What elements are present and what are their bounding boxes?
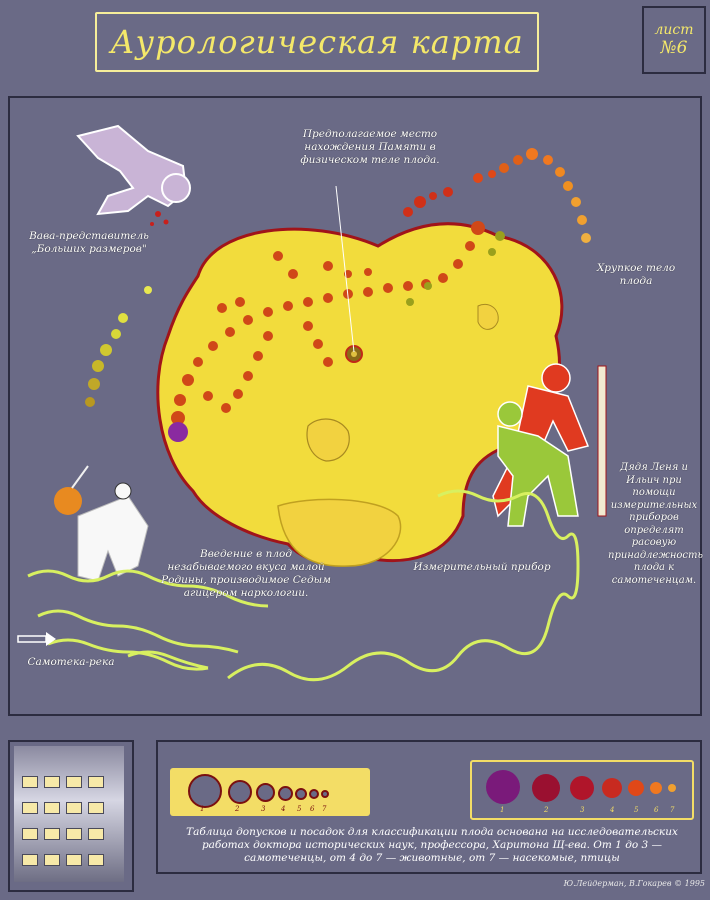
color-dot-3 — [570, 776, 594, 800]
color-number-2: 2 — [544, 806, 549, 814]
size-circle-4 — [278, 786, 293, 801]
legend-caption: Таблица допусков и посадок для классифик… — [186, 826, 678, 864]
color-dot-4 — [602, 778, 622, 798]
color-dot-5 — [628, 780, 644, 796]
size-circle-6 — [309, 789, 319, 799]
color-dot-2 — [532, 774, 560, 802]
label-injection: Введение в плод незабываемого вкуса мало… — [161, 548, 331, 599]
size-number-3: 3 — [261, 805, 266, 813]
color-legend: 1 2 3 4 5 6 7 — [470, 760, 694, 820]
memory-bulb-icon — [168, 422, 188, 442]
yellow-dots-icon — [85, 286, 152, 407]
color-number-6: 6 — [654, 806, 659, 814]
color-number-7: 7 — [670, 806, 675, 814]
legend-frame — [156, 740, 702, 874]
measuring-pole-icon — [597, 365, 607, 517]
color-dot-7 — [668, 784, 676, 792]
pointer-line — [335, 185, 355, 353]
title-box: Аурологическая карта — [95, 12, 539, 72]
credits: Ю.Лейдерман, В.Гокарев © 1995 — [563, 879, 705, 888]
color-number-4: 4 — [610, 806, 615, 814]
sheet-number: №6 — [660, 38, 688, 58]
size-number-5: 5 — [297, 805, 302, 813]
uncles-figure-icon — [492, 363, 590, 527]
label-measuring-device: Измерительный прибор — [413, 561, 551, 573]
fetus-body-icon — [156, 222, 564, 567]
size-number-1: 1 — [200, 805, 205, 813]
size-circle-5 — [295, 788, 307, 800]
label-soul-location: Предполагаемое место нахождения Памяти в… — [300, 128, 440, 166]
size-number-4: 4 — [281, 805, 286, 813]
size-legend: 1 2 3 4 5 6 7 — [170, 768, 370, 816]
vava-figure-icon — [76, 124, 191, 226]
label-vava: Вава-представитель „Больших размеров" — [29, 230, 149, 255]
size-circle-2 — [228, 780, 252, 804]
size-circle-3 — [256, 783, 275, 802]
doctor-figure-icon — [54, 465, 149, 582]
main-frame — [8, 96, 702, 716]
label-river: Самотека-река — [27, 656, 115, 668]
fragile-body-dots-icon — [403, 148, 591, 243]
river-waves — [27, 489, 580, 682]
size-number-7: 7 — [322, 805, 327, 813]
photo-frame — [8, 740, 134, 892]
color-number-1: 1 — [500, 806, 505, 814]
color-dot-1 — [486, 770, 520, 804]
color-dot-6 — [650, 782, 662, 794]
size-circle-7 — [321, 790, 329, 798]
building-photo — [14, 746, 124, 882]
river-arrow-icon — [17, 632, 56, 646]
size-number-6: 6 — [310, 805, 315, 813]
label-uncles: Дядя Леня и Ильич при помощи измерительн… — [608, 462, 703, 586]
size-circle-1 — [188, 774, 222, 808]
page-title: Аурологическая карта — [110, 23, 524, 61]
sheet-label: лист — [654, 22, 694, 38]
memory-chain-green-icon — [406, 231, 505, 306]
size-number-2: 2 — [235, 805, 240, 813]
memory-chain-icon — [171, 221, 485, 425]
color-number-3: 3 — [580, 806, 585, 814]
label-fragile-body: Хрупкое тело плода — [596, 262, 676, 287]
main-illustration — [17, 124, 607, 682]
color-number-5: 5 — [634, 806, 639, 814]
sheet-box: лист №6 — [642, 6, 706, 74]
